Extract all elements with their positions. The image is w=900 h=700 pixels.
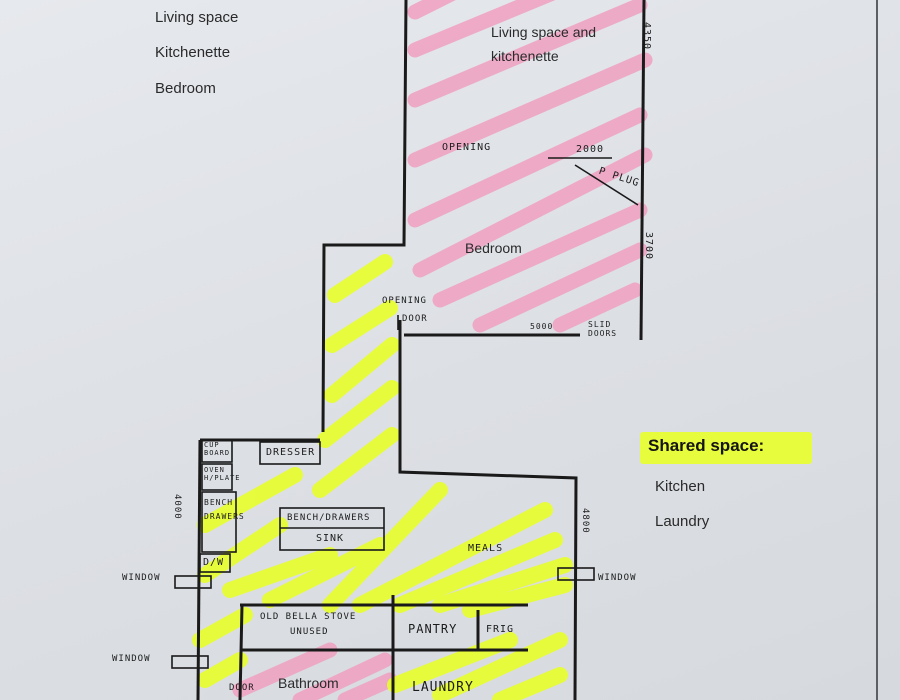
- yellow-stroke: [197, 517, 288, 583]
- wall-right-upper: [639, 0, 646, 341]
- pplug-line: [574, 164, 639, 206]
- yellow-stroke: [322, 482, 448, 613]
- note-fridge: FRIG: [486, 624, 515, 635]
- note-bench-drawers-2: BENCH/DRAWERS: [287, 513, 371, 523]
- wall-bathroom-left: [238, 604, 244, 700]
- dw-box: [199, 553, 231, 573]
- pink-highlight-strokes: [232, 0, 653, 700]
- note-dresser: DRESSER: [266, 447, 316, 458]
- note-dim-4350: 4350: [641, 22, 652, 51]
- yellow-stroke: [327, 254, 393, 303]
- pink-stroke: [432, 202, 648, 308]
- note-laundry: LAUNDRY: [412, 680, 474, 695]
- note-meals: MEALS: [468, 543, 504, 554]
- yellow-stroke: [312, 427, 400, 498]
- note-door-bottom: DOOR: [229, 683, 255, 693]
- note-opening-top: OPENING: [442, 142, 492, 153]
- yellow-stroke: [432, 632, 568, 700]
- note-pantry: PANTRY: [408, 622, 458, 636]
- room-label-living-kitchenette: Living space and kitchenette: [491, 24, 597, 64]
- yellow-stroke: [317, 380, 400, 448]
- legend-bedroom: Bedroom: [155, 80, 216, 97]
- yellow-stroke: [432, 557, 573, 613]
- note-sink: SINK: [316, 533, 345, 544]
- paper-edge: [876, 0, 878, 700]
- note-cup-board: CUP BOARD: [204, 441, 231, 457]
- note-unused: UNUSED: [290, 627, 329, 637]
- pink-stroke: [407, 52, 653, 168]
- bench-sink-box: [279, 507, 385, 551]
- yellow-stroke: [262, 537, 388, 608]
- yellow-stroke: [197, 652, 248, 688]
- note-window-left: WINDOW: [122, 573, 161, 583]
- note-dim-4800: 4800: [580, 508, 590, 534]
- yellow-stroke: [324, 300, 398, 353]
- note-dim-2000: 2000: [576, 144, 605, 155]
- pink-stroke: [407, 0, 648, 108]
- note-door-small: DOOR: [402, 314, 428, 324]
- legend-laundry: Laundry: [655, 513, 710, 530]
- yellow-highlight-strokes: [192, 254, 573, 700]
- yellow-stroke: [222, 547, 338, 598]
- pink-stroke: [407, 0, 456, 20]
- dresser-box: [259, 441, 321, 465]
- window-bottom-frame: [171, 655, 209, 669]
- shared-space-title: Shared space:: [648, 436, 765, 455]
- yellow-stroke: [192, 607, 253, 648]
- note-dim-bottom: 5000: [530, 322, 554, 331]
- yellow-stroke: [352, 502, 553, 613]
- legend-living-space: Living space: [155, 9, 239, 26]
- shared-title-highlight: [640, 432, 812, 464]
- room-label-bedroom: Bedroom: [465, 240, 522, 256]
- pink-stroke: [407, 0, 556, 58]
- pink-stroke: [232, 642, 338, 698]
- note-dw: D/W: [203, 557, 225, 568]
- pink-stroke: [472, 242, 648, 333]
- cupboard-box: [201, 439, 233, 463]
- room-label-bathroom: Bathroom: [278, 675, 339, 691]
- pink-stroke: [337, 672, 398, 700]
- yellow-stroke: [392, 532, 563, 613]
- note-oven-hplate: OVEN H/PLATE: [204, 466, 241, 482]
- note-window-bottom: WINDOW: [112, 654, 151, 664]
- oven-box: [201, 463, 233, 491]
- fixtures: [171, 157, 639, 669]
- window-left-frame: [174, 575, 212, 589]
- note-window-right: WINDOW: [598, 573, 637, 583]
- yellow-stroke: [324, 337, 400, 403]
- note-old-bella-stove: OLD BELLA STOVE: [260, 612, 357, 622]
- pink-stroke: [552, 282, 643, 333]
- note-dim-3700: 3700: [643, 232, 654, 261]
- note-opening-side: OPENING: [382, 296, 427, 306]
- bench-box: [201, 491, 237, 553]
- window-right-frame: [557, 567, 595, 581]
- note-dim-4000: 4000: [172, 494, 182, 520]
- legend-kitchenette: Kitchenette: [155, 44, 231, 61]
- pink-stroke: [412, 147, 653, 278]
- pink-stroke: [292, 652, 393, 700]
- wall-kitchen-right: [398, 320, 578, 700]
- yellow-stroke: [492, 667, 568, 700]
- legend-kitchen: Kitchen: [655, 478, 706, 495]
- pink-stroke: [407, 107, 648, 228]
- yellow-stroke: [197, 467, 303, 533]
- note-sliding-doors: SLID DOORS: [588, 320, 618, 338]
- yellow-stroke: [387, 632, 518, 693]
- wall-left-upper: [321, 0, 408, 433]
- note-bench-drawers: BENCH DRAWERS: [204, 498, 245, 521]
